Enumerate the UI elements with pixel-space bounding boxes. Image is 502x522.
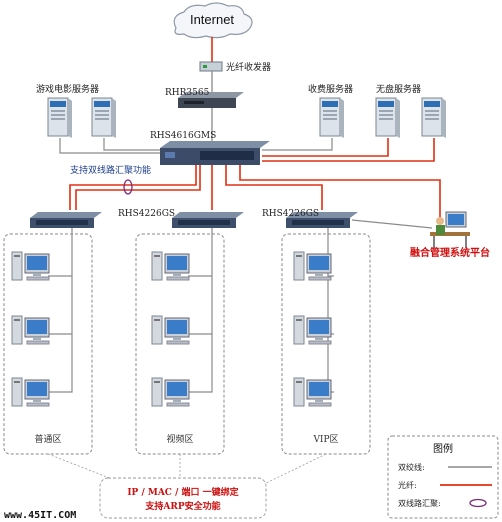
pc-icon	[11, 251, 50, 281]
billing-server-label: 收费服务器	[308, 83, 353, 95]
fiber-transceiver-label: 光纤收发器	[226, 61, 271, 73]
binding-callout	[99, 477, 267, 519]
binding-text-line2: 支持ARP安全功能	[144, 500, 220, 512]
watermark: www.45IT.COM	[4, 510, 76, 521]
server-icon	[375, 97, 401, 139]
dual-link-mark	[123, 179, 133, 195]
fiber-transceiver-icon	[199, 61, 223, 72]
switch-icon	[30, 212, 102, 228]
legend-title: 图例	[433, 442, 453, 455]
legend-fiber-label: 光纤:	[398, 480, 417, 490]
legend: 图例 双绞线: 光纤: 双线路汇聚:	[387, 435, 499, 519]
core-switch-icon	[160, 141, 270, 165]
pc-icon	[151, 315, 190, 345]
server-icon	[421, 97, 447, 139]
server-icon	[47, 97, 73, 139]
dual-link-label: 支持双线路汇聚功能	[70, 164, 151, 176]
zone-label: 普通区	[34, 433, 61, 445]
access-switch-label-2: RHS4226GS	[262, 209, 319, 219]
router-icon	[178, 92, 244, 108]
game-server-label: 游戏电影服务器	[36, 83, 99, 95]
diskless-server-label: 无盘服务器	[376, 83, 421, 95]
core-switch-label: RHS4616GMS	[150, 131, 216, 141]
switch-icon	[172, 212, 244, 228]
pc-icon	[11, 315, 50, 345]
management-platform-label: 融合管理系统平台	[410, 246, 490, 259]
zone-label: VIP区	[312, 434, 338, 445]
binding-text-line1: IP / MAC / 端口 一键绑定	[127, 486, 239, 498]
pc-icon	[151, 251, 190, 281]
cloud-icon	[173, 2, 253, 39]
server-icon	[91, 97, 117, 139]
access-switch-label-1: RHS4226GS	[118, 209, 175, 219]
pc-icon	[293, 251, 332, 281]
zone-label: 视频区	[166, 433, 193, 445]
pc-icon	[293, 315, 332, 345]
pc-icon	[11, 377, 50, 407]
admin-workstation-icon	[430, 211, 470, 248]
router-label: RHR3565	[165, 88, 210, 98]
internet-label: Internet	[190, 12, 234, 27]
pc-icon	[151, 377, 190, 407]
legend-twisted-pair-label: 双绞线:	[398, 462, 425, 472]
legend-dual-link-label: 双线路汇聚:	[398, 498, 441, 508]
server-icon	[319, 97, 345, 139]
pc-icon	[293, 377, 332, 407]
